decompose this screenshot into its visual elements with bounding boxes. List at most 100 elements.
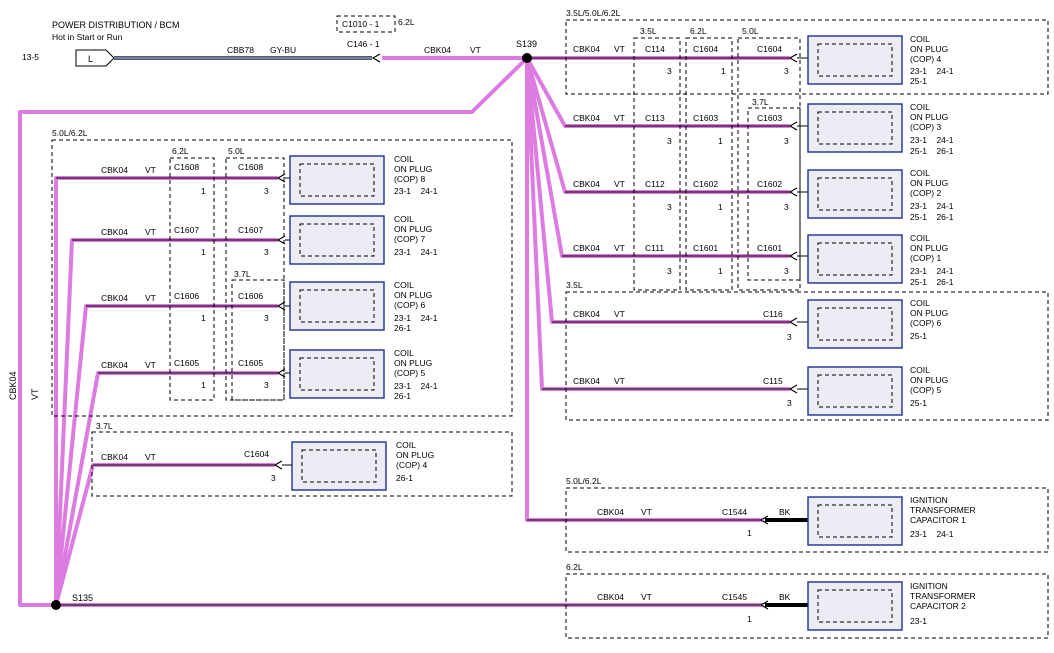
component-ref-label: 23-1 <box>910 616 927 626</box>
connector-label: C111 <box>645 243 664 253</box>
component-label: (COP) 4 <box>910 54 941 64</box>
component-label: COIL <box>394 280 414 290</box>
right-row-cop2: CBK04 VT C112 C1602 C1602 3 1 3 <box>573 179 789 212</box>
component-label: ON PLUG <box>396 450 434 460</box>
wire-cores <box>56 57 790 606</box>
main-color-label: VT <box>470 45 481 55</box>
component-label: (COP) 6 <box>394 300 425 310</box>
wire-circuit-label: CBK04 <box>597 507 624 517</box>
bus-color-label: VT <box>30 388 40 400</box>
box-cap1-label: 5.0L/6.2L <box>566 476 602 486</box>
wire-circuit-label: CBK04 <box>573 179 600 189</box>
component-ref-label: 23-1 24-1 <box>910 66 954 76</box>
box-35 <box>565 291 1049 421</box>
box-cap2-label: 6.2L <box>566 562 583 572</box>
component-ref-label: 23-1 24-1 <box>910 266 954 276</box>
pin-label: 1 <box>201 313 206 323</box>
pin-label: 1 <box>201 380 206 390</box>
component-ref-label: 23-1 24-1 <box>910 529 954 539</box>
pin-label: 1 <box>718 266 723 276</box>
wire-circuit-label: CBK04 <box>101 360 128 370</box>
splice-s135-icon <box>51 600 61 610</box>
wire-color-label: VT <box>641 592 652 602</box>
pin-label: 3 <box>784 266 789 276</box>
connector-label: C1602 <box>693 179 718 189</box>
component-ref-label: 23-1 24-1 <box>910 135 954 145</box>
component-label: TRANSFORMER <box>910 591 976 601</box>
wire-color-label: VT <box>145 360 156 370</box>
component-label: ON PLUG <box>910 44 948 54</box>
bk-wire-label: BK <box>779 507 791 517</box>
component-label: COIL <box>394 348 414 358</box>
connector-label: C112 <box>645 179 665 189</box>
box-35-50-62 <box>565 19 1049 95</box>
wire-color-label: VT <box>614 44 625 54</box>
component-label: IGNITION <box>910 581 948 591</box>
connector-arrow-icon <box>788 384 798 394</box>
wire-color-label: VT <box>614 113 625 123</box>
pin-label: 3 <box>667 202 672 212</box>
pin-label: 1 <box>718 136 723 146</box>
coil-cop3-right <box>807 103 903 153</box>
component-label: COIL <box>910 298 930 308</box>
wire-circuit-label: CBK04 <box>573 376 600 386</box>
component-label: COIL <box>394 154 414 164</box>
main-circuit-label: CBK04 <box>424 45 451 55</box>
coil-cop6-left <box>289 281 385 331</box>
bk-wire-label: BK <box>779 592 791 602</box>
sub-box-50-label: 5.0L <box>742 26 759 36</box>
source-title: POWER DISTRIBUTION / BCM <box>52 20 180 30</box>
component-label: ON PLUG <box>394 224 432 234</box>
splice-s139-label: S139 <box>516 39 537 49</box>
wire-color-label: VT <box>641 507 652 517</box>
connector-label: C1605 <box>174 358 199 368</box>
connector-label: C1604 <box>244 449 269 459</box>
component-label: (COP) 1 <box>910 253 941 263</box>
wire-color-label: VT <box>145 293 156 303</box>
coil-cop8-left <box>289 155 385 205</box>
component-label: ON PLUG <box>394 164 432 174</box>
component-ref-label: 26-1 <box>394 391 411 401</box>
connector-label: C1606 <box>174 291 199 301</box>
component-label: COIL <box>910 168 930 178</box>
left-row-cop4-37: CBK04 VT C1604 3 <box>101 449 276 483</box>
component-ref-label: 23-1 24-1 <box>394 313 438 323</box>
pin-label: 3 <box>667 136 672 146</box>
pin-label: 3 <box>271 473 276 483</box>
component-label: COIL <box>394 214 414 224</box>
pin-label: 3 <box>264 380 269 390</box>
left-sub-62-label: 6.2L <box>172 146 189 156</box>
component-inner-outline <box>817 242 893 276</box>
pin-label: 3 <box>667 266 672 276</box>
capacitor-2 <box>807 581 903 631</box>
right-components <box>807 35 903 631</box>
wire-circuit-label: CBK04 <box>573 113 600 123</box>
connector-label: C1606 <box>238 291 263 301</box>
pin-label: 1 <box>747 614 752 624</box>
box-35-50-62-label: 3.5L/5.0L/6.2L <box>566 8 621 18</box>
splice-s135-label: S135 <box>72 593 93 603</box>
left-sub-50-label: 5.0L <box>228 146 245 156</box>
connector-arrow-icon <box>788 53 798 63</box>
box-left-label: 5.0L/6.2L <box>52 128 88 138</box>
coil-cop2-right <box>807 169 903 219</box>
component-label: (COP) 3 <box>910 122 941 132</box>
coil-cop4-left <box>291 441 387 491</box>
coil-cop5-right <box>807 366 903 416</box>
right-row-cap1: CBK04 VT C1544 1 BK <box>597 507 808 538</box>
left-connector-arrows <box>273 173 286 470</box>
component-ref-label: 25-1 <box>910 398 927 408</box>
wire-circuit-label: CBK04 <box>573 243 600 253</box>
connector-label: C1603 <box>693 113 718 123</box>
connector-label: C113 <box>645 113 665 123</box>
pin-label: 3 <box>787 332 792 342</box>
right-row-cop6-35: CBK04 VT C116 3 <box>573 309 792 342</box>
component-label: COIL <box>910 102 930 112</box>
sub-box-50 <box>737 37 801 291</box>
wire-color-label: VT <box>145 165 156 175</box>
connector-label: C1604 <box>757 44 782 54</box>
page-reference: 13-5 <box>22 52 39 62</box>
source-connector-pin-icon <box>75 49 115 67</box>
left-row-cop7: CBK04 VT C1607 C1607 1 3 <box>101 225 269 257</box>
bus-circuit-label: CBK04 <box>8 371 18 400</box>
